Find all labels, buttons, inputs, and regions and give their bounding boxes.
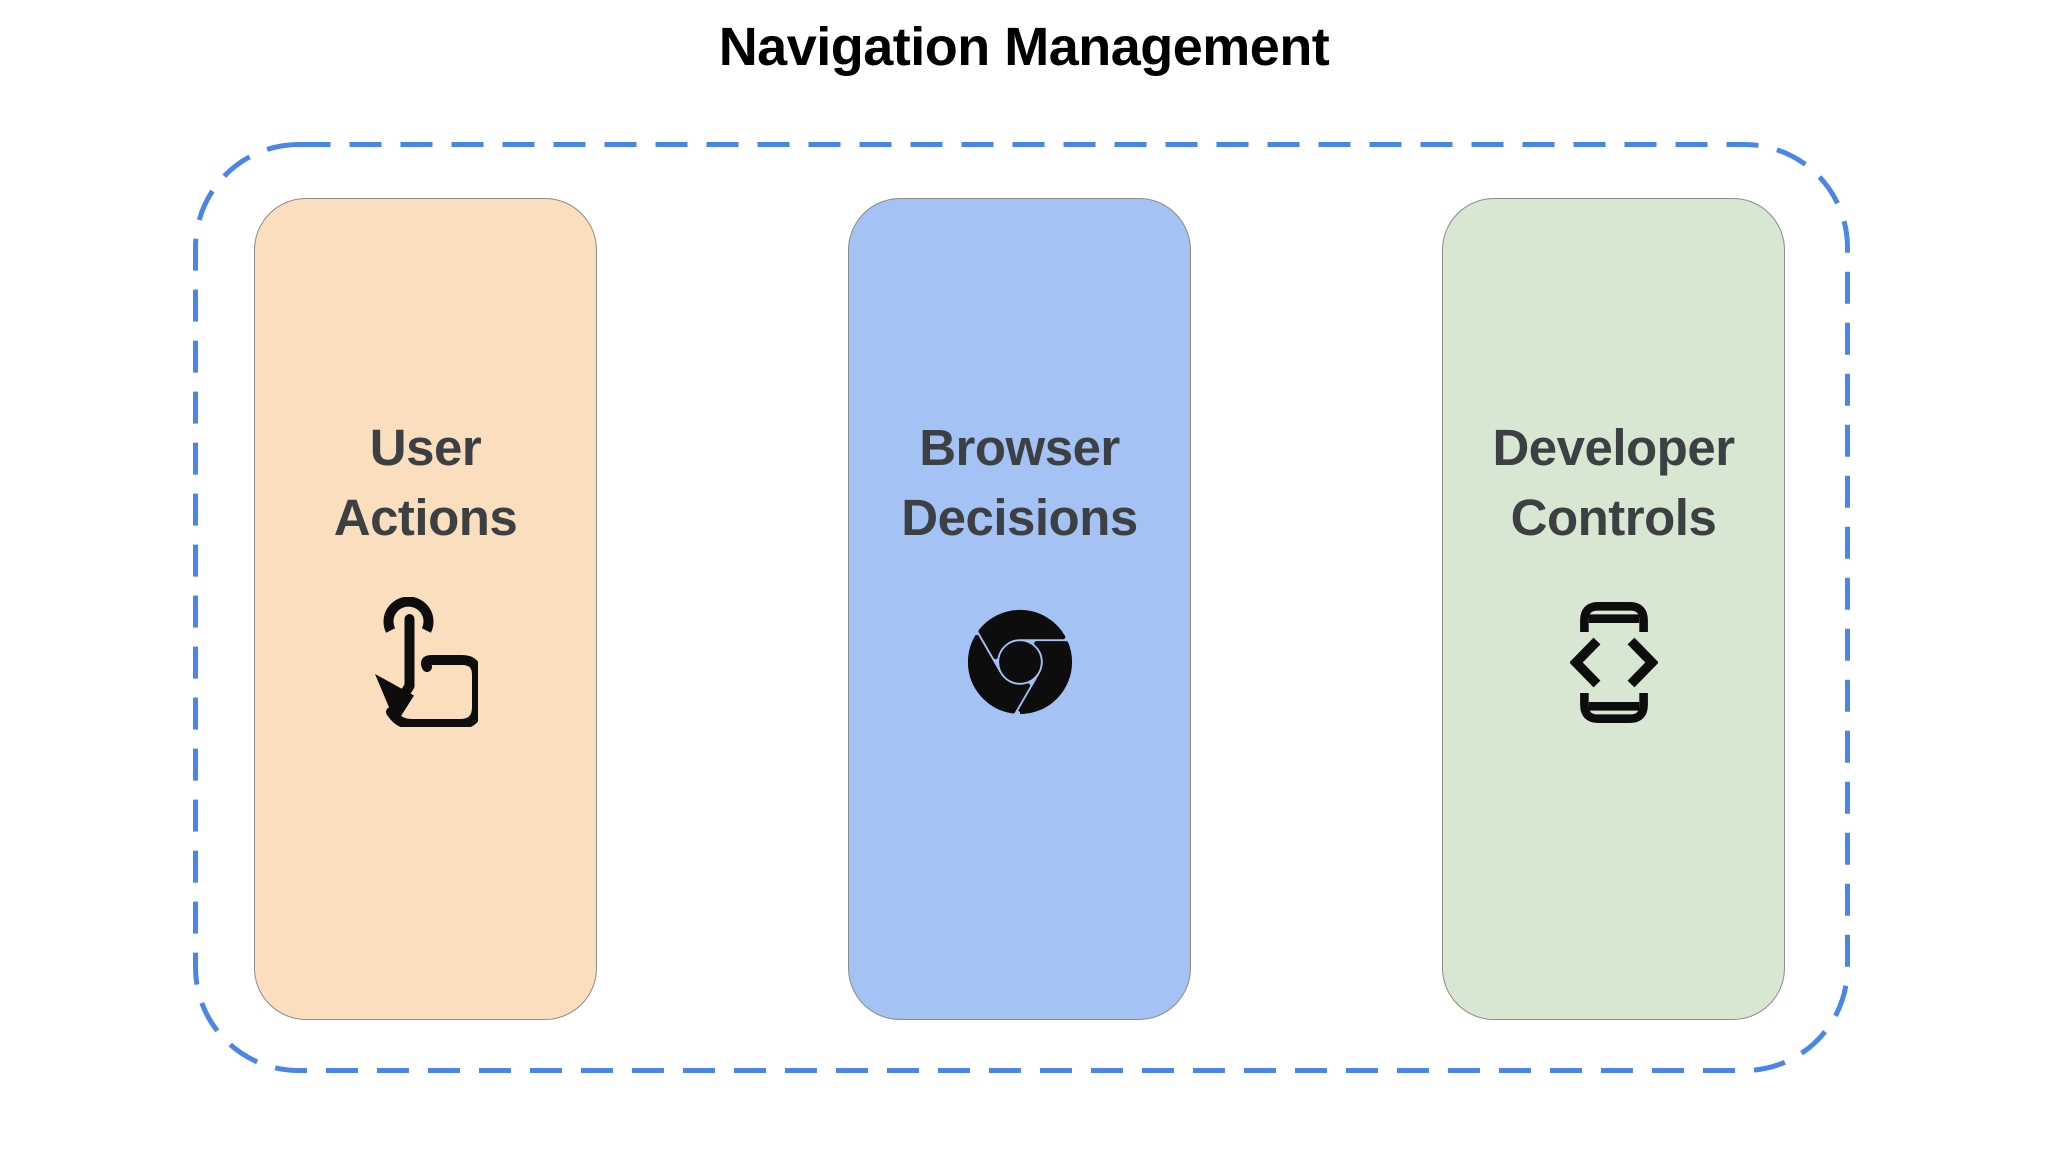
page-title: Navigation Management (718, 17, 1330, 77)
tap-gesture-icon (375, 597, 478, 727)
card-label: Browser Decisions (901, 419, 1138, 546)
card-developer-controls: Developer Controls (1442, 198, 1785, 1020)
card-icon-box (373, 596, 478, 728)
card-icon-box (1569, 596, 1658, 728)
card-label: User Actions (333, 419, 518, 546)
chrome-icon (967, 609, 1072, 715)
dashed-boundary (193, 142, 1850, 1073)
dashed-border (193, 142, 1850, 1073)
card-user-actions: User Actions (254, 198, 597, 1020)
card-icon-box (967, 596, 1073, 728)
developer-mode-icon (1569, 601, 1658, 723)
card-browser-decisions: Browser Decisions (848, 198, 1191, 1020)
card-label: Developer Controls (1492, 419, 1735, 546)
cards-row: User Actions Browser Decisions Develo (193, 142, 1850, 1073)
